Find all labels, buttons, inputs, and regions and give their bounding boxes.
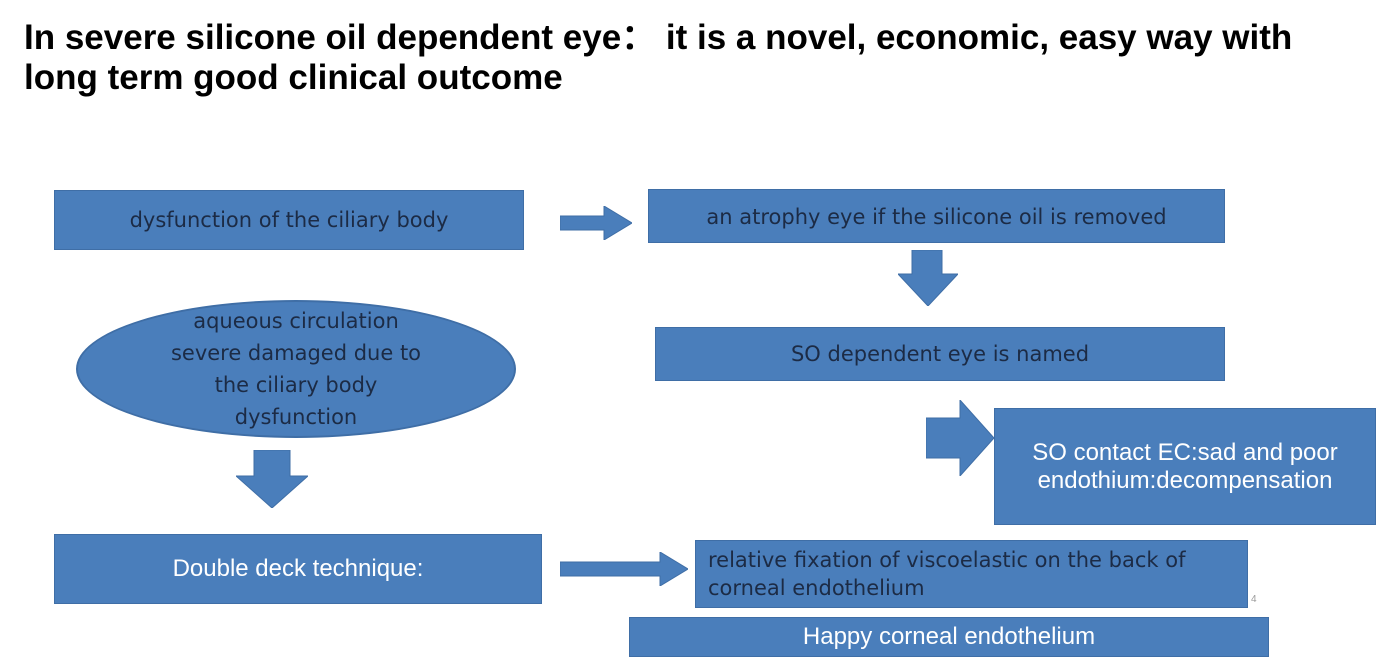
box-double-deck: Double deck technique: (54, 534, 542, 604)
box-happy-endothelium: Happy corneal endothelium (629, 617, 1269, 657)
box-happy-endothelium-text: Happy corneal endothelium (802, 623, 1096, 650)
box-so-dependent-eye: SO dependent eye is named (655, 327, 1225, 381)
box-so-contact-ec: SO contact EC:sad and poor endothium:dec… (994, 408, 1376, 525)
box-double-deck-text: Double deck technique: (172, 555, 424, 582)
box-ciliary-dysfunction: dysfunction of the ciliary body (54, 190, 524, 250)
box-so-contact-ec-text: SO contact EC:sad and poor endothium:dec… (1032, 438, 1338, 494)
page-number: 4 (1251, 594, 1257, 605)
box-so-dependent-eye-text: SO dependent eye is named (790, 342, 1090, 366)
box-relative-fixation: relative fixation of viscoelastic on the… (695, 540, 1248, 608)
box-relative-fixation-text: relative fixation of viscoelastic on the… (708, 548, 1186, 600)
arrow-right-1-icon (560, 206, 632, 240)
box-atrophy-eye: an atrophy eye if the silicone oil is re… (648, 189, 1225, 243)
arrow-right-2-icon (926, 400, 994, 476)
box-atrophy-eye-text: an atrophy eye if the silicone oil is re… (706, 205, 1167, 229)
slide-title: In severe silicone oil dependent eye： it… (24, 18, 1293, 97)
ellipse-aqueous-circulation: aqueous circulation severe damaged due t… (76, 300, 516, 438)
arrow-down-1-icon (898, 250, 958, 306)
arrow-right-3-icon (560, 552, 688, 586)
ellipse-aqueous-circulation-text: aqueous circulation severe damaged due t… (170, 309, 422, 429)
box-ciliary-dysfunction-text: dysfunction of the ciliary body (129, 208, 449, 232)
arrow-down-2-icon (236, 450, 308, 508)
